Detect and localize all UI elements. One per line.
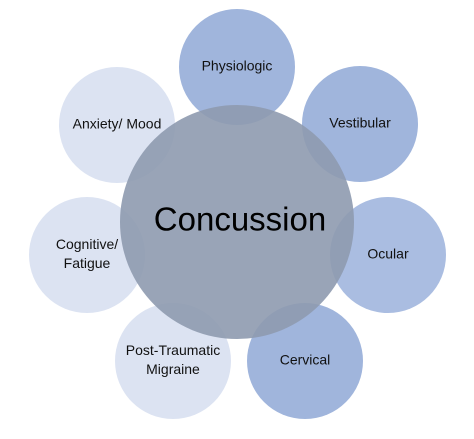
- satellite-label-line: Cognitive/: [56, 236, 118, 252]
- satellite-label-line: Fatigue: [64, 255, 111, 271]
- satellite-label-line: Anxiety/ Mood: [73, 116, 162, 132]
- satellite-circle-physiologic: [179, 9, 295, 125]
- satellite-label-cognitive-fatigue: Cognitive/Fatigue: [56, 236, 118, 271]
- satellite-label-line: Physiologic: [202, 58, 273, 74]
- satellite-label-line: Ocular: [367, 246, 409, 262]
- satellite-circle-ocular: [330, 197, 446, 313]
- satellite-label-line: Vestibular: [329, 115, 391, 131]
- center-label: Concussion: [154, 201, 326, 238]
- satellite-label-line: Post-Traumatic: [126, 342, 220, 358]
- satellite-label-line: Migraine: [146, 361, 200, 377]
- center-circle: [120, 105, 354, 339]
- satellite-label-vestibular: Vestibular: [329, 115, 391, 131]
- satellite-label-ocular: Ocular: [367, 246, 409, 262]
- center-node: Concussion: [120, 105, 354, 339]
- satellite-label-line: Cervical: [280, 352, 331, 368]
- satellite-circle-cognitive-fatigue: [29, 197, 145, 313]
- satellite-label-physiologic: Physiologic: [202, 58, 273, 74]
- satellite-label-anxiety-mood: Anxiety/ Mood: [73, 116, 162, 132]
- satellite-label-cervical: Cervical: [280, 352, 331, 368]
